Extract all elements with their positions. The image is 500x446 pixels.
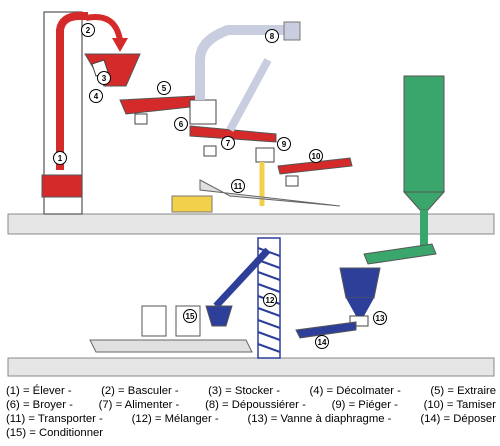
step-marker-label: 14: [318, 338, 327, 347]
legend-line-4: (15) = Conditionner: [6, 426, 496, 440]
legend-item: (4) = Décolmater -: [309, 385, 401, 397]
yellow-bags: [171, 195, 213, 213]
upper-floor-slab: [7, 213, 495, 235]
sieve-motor: [285, 175, 299, 187]
extraction-conveyor: [119, 95, 201, 115]
green-silo: [402, 75, 446, 246]
step-marker-label: 15: [186, 312, 195, 321]
green-extraction-screw: [363, 243, 437, 265]
legend-item: (13) = Vanne à diaphragme -: [247, 413, 392, 425]
tipping-arrowhead: [112, 38, 128, 52]
bucket-elevator: [41, 11, 88, 215]
step-marker-label: 12: [266, 296, 275, 305]
step-marker-4: 4: [89, 89, 103, 103]
legend-item: (11) = Transporter -: [6, 413, 103, 425]
upper-belt-conveyor: [199, 179, 341, 207]
step-marker-10: 10: [309, 149, 323, 163]
step-marker-label: 3: [102, 74, 107, 83]
legend-item: (10) = Tamiser: [423, 399, 496, 411]
step-marker-label: 13: [376, 314, 385, 323]
step-marker-label: 4: [94, 92, 99, 101]
legend-item: (1) = Élever -: [6, 385, 72, 397]
step-marker-2: 2: [81, 23, 95, 37]
feeder-conveyor: [189, 125, 277, 143]
step-marker-13: 13: [373, 311, 387, 325]
step-marker-label: 11: [234, 182, 243, 191]
step-marker-label: 5: [162, 84, 167, 93]
step-marker-label: 10: [312, 152, 321, 161]
step-marker-8: 8: [265, 29, 279, 43]
magnet-trap: [255, 147, 275, 163]
mixer-outlet: [346, 298, 374, 316]
legend-item: (12) = Mélanger -: [131, 413, 219, 425]
legend-item: (5) = Extraire: [430, 385, 496, 397]
packing-hopper: [205, 305, 233, 327]
depositing-conveyor: [295, 321, 357, 339]
legend-item: (6) = Broyer -: [6, 399, 73, 411]
lower-belt-conveyor: [89, 339, 253, 353]
legend-line-3: (11) = Transporter - (12) = Mélanger - (…: [6, 412, 496, 426]
step-marker-label: 6: [179, 120, 184, 129]
step-marker-label: 7: [226, 139, 231, 148]
conveyor-motor: [134, 113, 148, 125]
tipping-arrow: [85, 14, 123, 41]
dust-duct-branch: [226, 58, 272, 132]
legend-item: (3) = Stocker -: [208, 385, 281, 397]
lower-floor-slab: [7, 357, 495, 377]
diaphragm-valve: [349, 315, 369, 327]
legend-line-2: (6) = Broyer - (7) = Alimenter - (8) = D…: [6, 398, 496, 412]
step-marker-6: 6: [174, 117, 188, 131]
step-marker-11: 11: [231, 179, 245, 193]
step-marker-12: 12: [263, 293, 277, 307]
mixer: [339, 267, 381, 299]
legend-item: (14) = Déposer: [420, 413, 496, 425]
step-marker-label: 9: [282, 140, 287, 149]
sieve: [277, 157, 353, 175]
step-marker-7: 7: [221, 136, 235, 150]
step-marker-label: 2: [86, 26, 91, 35]
storage-hopper: [84, 53, 141, 87]
dust-duct: [195, 25, 286, 100]
legend-item: (8) = Dépoussiérer -: [205, 399, 306, 411]
legend-item: (2) = Basculer -: [101, 385, 179, 397]
legend-line-1: (1) = Élever - (2) = Basculer - (3) = St…: [6, 384, 496, 398]
legend-item: (9) = Piéger -: [331, 399, 398, 411]
grinder: [189, 99, 217, 125]
blue-feed-pipe: [213, 247, 271, 309]
feeder-motor: [203, 145, 217, 157]
legend-item: (7) = Alimenter -: [98, 399, 180, 411]
step-marker-9: 9: [277, 137, 291, 151]
step-marker-1: 1: [53, 151, 67, 165]
step-marker-label: 8: [270, 32, 275, 41]
step-marker-3: 3: [97, 71, 111, 85]
legend-item: (15) = Conditionner: [6, 427, 104, 439]
step-marker-5: 5: [157, 81, 171, 95]
step-marker-14: 14: [315, 335, 329, 349]
step-marker-15: 15: [183, 309, 197, 323]
dust-fan: [283, 21, 301, 41]
step-marker-label: 1: [58, 154, 63, 163]
